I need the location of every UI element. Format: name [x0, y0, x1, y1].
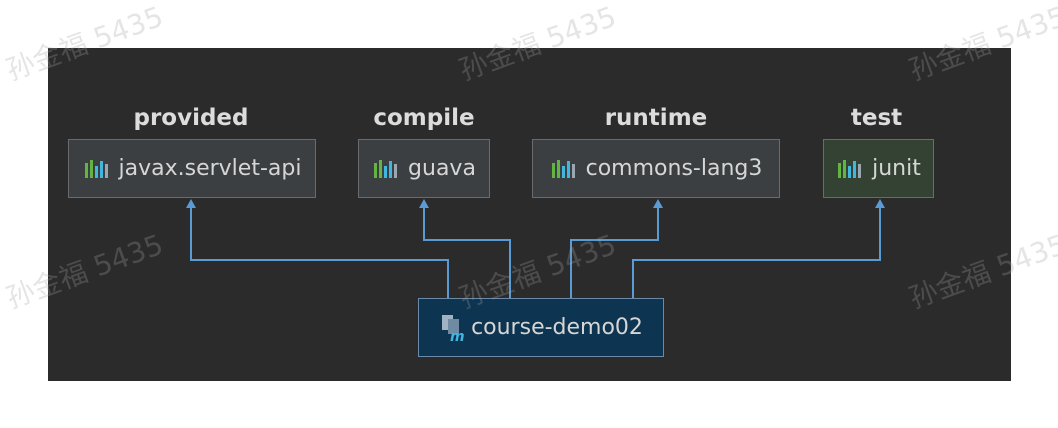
arrowhead: [653, 199, 663, 208]
arrowhead: [875, 199, 885, 208]
edges-layer: [186, 199, 885, 298]
library-icon: [838, 159, 862, 178]
maven-module-icon: m: [442, 314, 465, 343]
dependency-name: guava: [408, 156, 476, 181]
arrowhead: [419, 199, 429, 208]
svg-text:m: m: [450, 329, 465, 343]
library-icon: [374, 159, 398, 178]
scope-label-compile: compile: [373, 105, 475, 131]
edge-runtime: [570, 206, 659, 298]
dependency-box-junit[interactable]: junit: [823, 139, 934, 198]
module-name: course-demo02: [471, 315, 643, 340]
dependency-box-javax-servlet-api[interactable]: javax.servlet-api: [68, 139, 316, 198]
dependency-name: junit: [872, 156, 921, 181]
edge-provided: [190, 206, 449, 298]
library-icon: [551, 159, 575, 178]
dependency-diagram: provided compile runtime test javax.serv…: [48, 48, 1011, 381]
dependency-name: javax.servlet-api: [118, 156, 302, 181]
scope-label-test: test: [850, 105, 903, 131]
scope-label-provided: provided: [133, 105, 249, 131]
arrowhead: [186, 199, 196, 208]
library-icon: [84, 159, 108, 178]
dependency-box-commons-lang3[interactable]: commons-lang3: [532, 139, 780, 198]
scope-label-runtime: runtime: [604, 105, 708, 131]
module-box-course-demo02[interactable]: m course-demo02: [418, 298, 664, 357]
edge-compile: [423, 206, 511, 298]
dependency-name: commons-lang3: [585, 156, 763, 181]
dependency-box-guava[interactable]: guava: [358, 139, 490, 198]
edge-test: [632, 206, 881, 298]
